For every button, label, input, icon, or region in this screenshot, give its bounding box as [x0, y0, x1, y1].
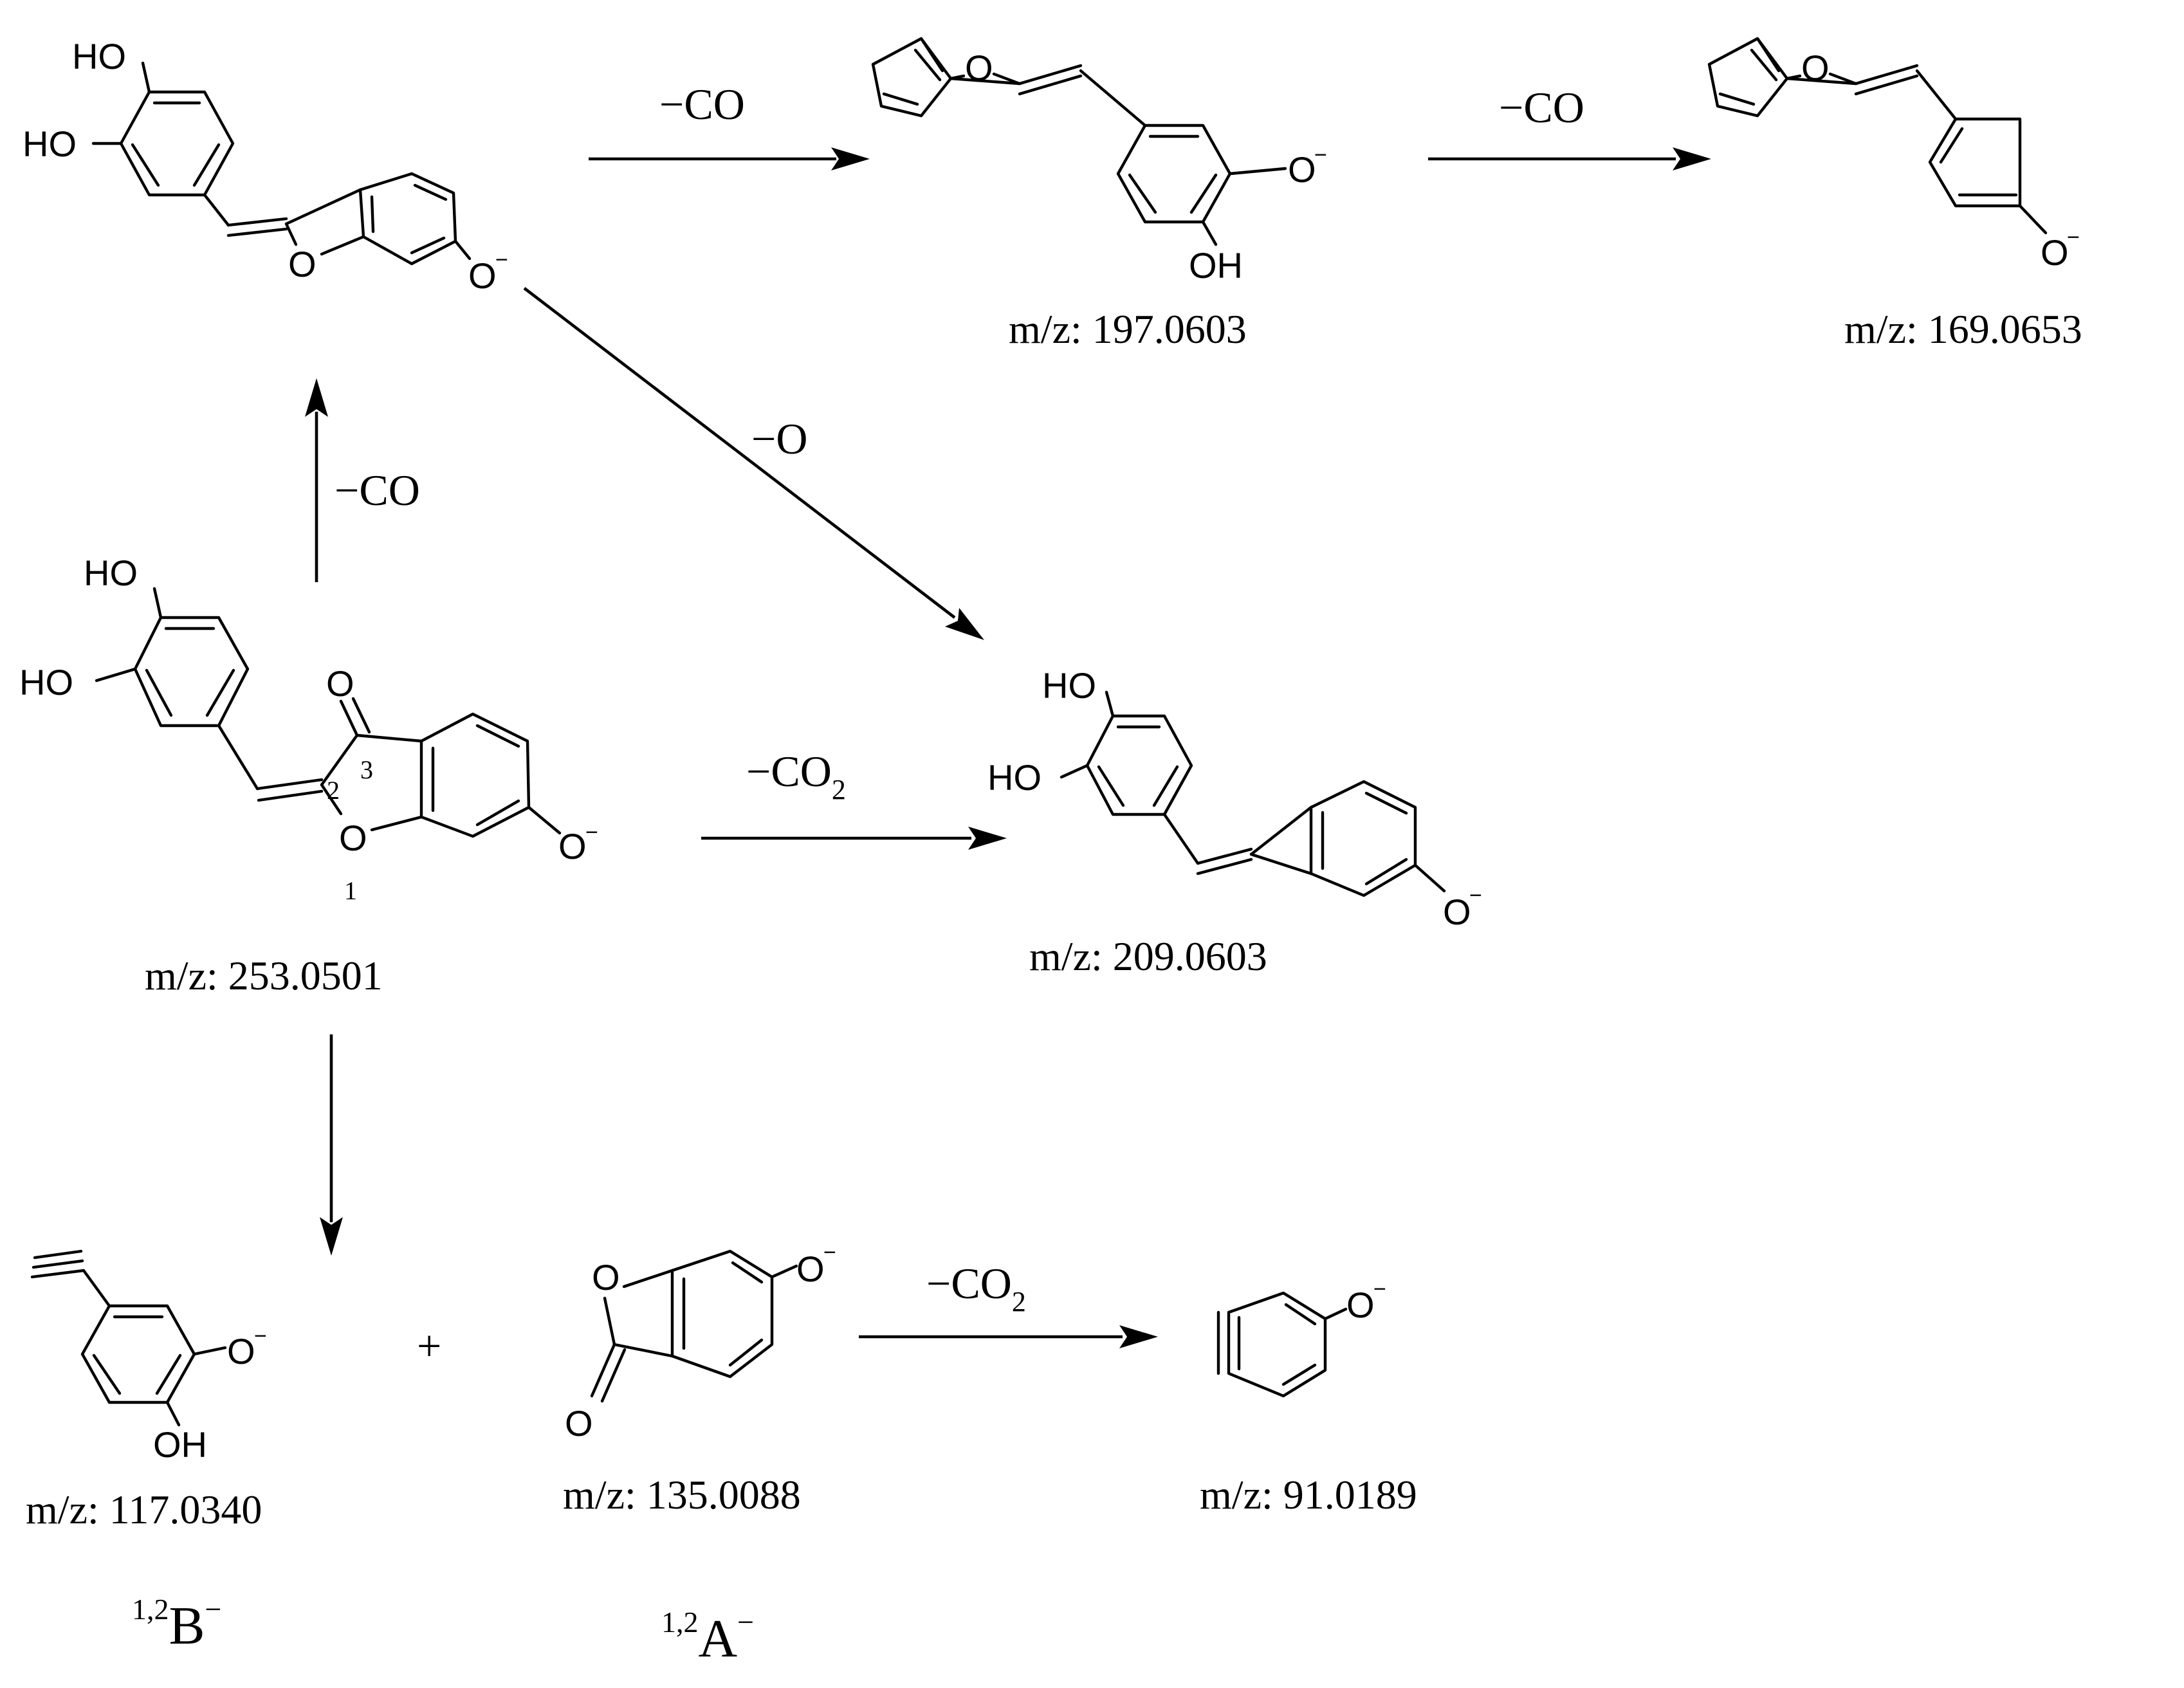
ring-oxygen-label: O	[339, 818, 367, 858]
step-label-co-1: −CO	[659, 80, 745, 129]
step-label-co2-1-main: −CO	[746, 747, 832, 796]
hydroxyl-label: HO	[84, 553, 138, 593]
arrow-loss-co-to-197	[589, 147, 870, 170]
ion-label-a-sup: 1,2	[661, 1606, 699, 1638]
ion-label-b-main: B	[169, 1596, 205, 1656]
structure-mz-135: O O O −	[565, 1240, 836, 1444]
arrow-loss-co-to-169	[1428, 147, 1711, 170]
structure-mz-169: O O −	[1707, 37, 2080, 273]
structure-parent-ion: HO HO O O O − 1 2 3	[19, 553, 598, 905]
ion-label-a-main: A	[699, 1609, 738, 1669]
step-label-co2-2-main: −CO	[926, 1259, 1012, 1308]
step-label-co-2: −CO	[1499, 83, 1584, 132]
phenoxide-oxygen-label: O	[227, 1331, 255, 1372]
ion-label-a-charge: −	[737, 1606, 754, 1638]
structure-decarbonylated-ion: HO HO O O −	[23, 36, 508, 296]
position-label-1: 1	[344, 876, 357, 905]
negative-charge-label: −	[1469, 883, 1482, 908]
negative-charge-label: −	[823, 1240, 836, 1265]
step-label-co2-2: −CO2	[926, 1259, 1026, 1317]
ion-label-b-charge: −	[205, 1593, 222, 1626]
structure-mz-117: O − OH	[30, 1249, 267, 1465]
benzo-ring	[419, 712, 531, 838]
negative-charge-label: −	[2067, 225, 2080, 250]
mz-label-parent: m/z: 253.0501	[145, 953, 383, 998]
arrow-loss-co-up	[305, 378, 328, 582]
position-label-3: 3	[360, 755, 373, 784]
mz-label-209: m/z: 209.0603	[1029, 933, 1267, 979]
step-label-co2-2-sub: 2	[1012, 1286, 1026, 1317]
hydroxyl-label: HO	[72, 36, 126, 77]
phenoxide-oxygen-label: O	[796, 1249, 825, 1289]
phenoxide-oxygen-label: O	[1443, 892, 1471, 932]
arrow-rda-down	[320, 1034, 343, 1256]
arrows	[305, 147, 1711, 1348]
arrow-loss-o-diagonal	[523, 287, 984, 640]
step-label-co2-1: −CO2	[746, 747, 846, 805]
ion-label-b: 1,2B−	[132, 1593, 221, 1656]
mz-label-197: m/z: 197.0603	[1009, 306, 1247, 352]
negative-charge-label: −	[585, 820, 598, 845]
hydroxyl-label: OH	[153, 1424, 207, 1465]
plus-sign: +	[417, 1321, 441, 1370]
phenoxide-oxygen-label: O	[1288, 149, 1316, 190]
negative-charge-label: −	[1314, 143, 1327, 167]
position-label-2: 2	[327, 776, 340, 805]
ring-oxygen-label: O	[592, 1257, 620, 1298]
phenoxide-oxygen-label: O	[558, 826, 587, 867]
hydroxyl-label: HO	[19, 662, 73, 702]
negative-charge-label: −	[495, 248, 508, 272]
carbonyl-oxygen-label: O	[326, 663, 354, 704]
carbonyl-oxygen-label: O	[565, 1403, 593, 1444]
phenoxide-oxygen-label: O	[2041, 232, 2069, 273]
hydroxyl-label: OH	[1189, 245, 1243, 286]
mz-label-135: m/z: 135.0088	[563, 1472, 801, 1518]
mz-label-169: m/z: 169.0653	[1844, 306, 2082, 352]
phenoxide-oxygen-label: O	[1346, 1285, 1375, 1325]
mz-label-117: m/z: 117.0340	[26, 1487, 262, 1532]
step-label-o: −O	[751, 414, 807, 463]
step-labels: −CO −CO −CO −O −CO2 −CO2	[335, 80, 1584, 1317]
step-label-co2-1-sub: 2	[832, 774, 846, 805]
arrow-loss-co2-to-91	[859, 1325, 1158, 1348]
mz-label-91: m/z: 91.0189	[1200, 1472, 1417, 1518]
hydroxyl-label: HO	[1042, 665, 1096, 706]
arrow-loss-co2-to-209	[701, 827, 1007, 850]
mz-labels: m/z: 253.0501 m/z: 209.0603 m/z: 197.060…	[26, 306, 2082, 1532]
catechol-ring	[133, 616, 250, 728]
structure-mz-197: O O − OH	[871, 37, 1327, 286]
ring-oxygen-label: O	[288, 244, 317, 284]
phenoxide-oxygen-label: O	[468, 255, 497, 296]
ion-label-b-sup: 1,2	[132, 1593, 169, 1626]
negative-charge-label: −	[254, 1324, 267, 1348]
negative-charge-label: −	[1373, 1277, 1386, 1301]
structure-mz-209: HO HO O −	[987, 665, 1482, 932]
hydroxyl-label: HO	[23, 124, 77, 164]
hydroxyl-label: HO	[987, 757, 1042, 798]
structure-mz-91: O −	[1216, 1277, 1386, 1398]
step-label-co-3: −CO	[335, 466, 420, 515]
ion-label-a: 1,2A−	[661, 1606, 754, 1669]
